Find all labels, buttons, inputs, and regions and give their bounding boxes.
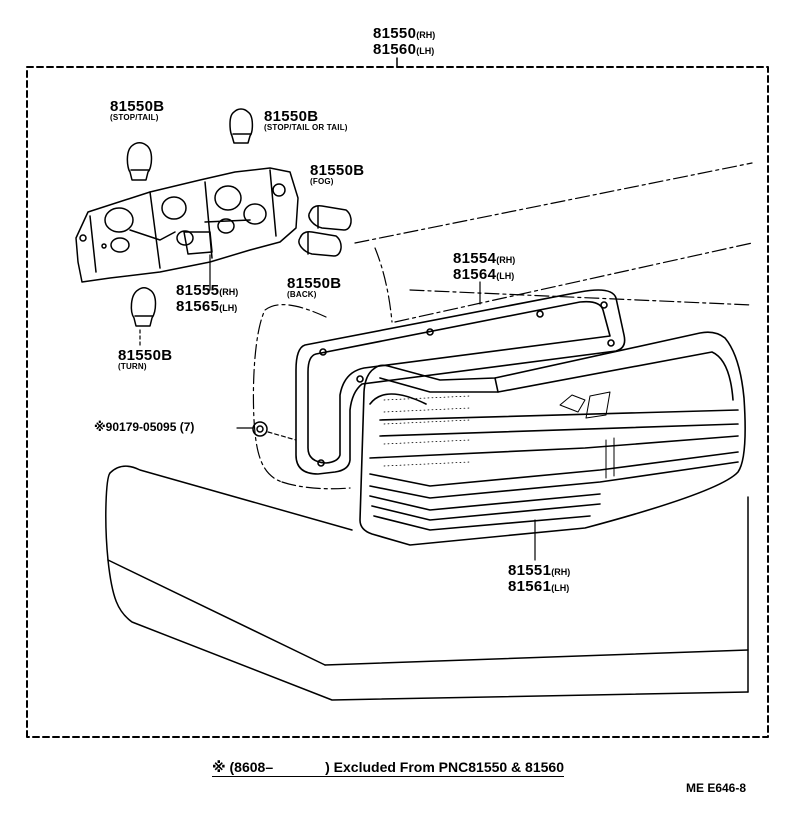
assembly-label: 81550(RH) 81560(LH) (373, 26, 435, 58)
socket-label: 81555(RH) 81565(LH) (176, 283, 238, 315)
rear-bumper (105, 465, 749, 701)
assembly-pn-rh: 81550 (373, 25, 417, 42)
gasket (295, 289, 626, 475)
bulb-fog-label: 81550B (FOG) (310, 163, 364, 186)
socket-pn-rh: 81555 (176, 282, 220, 299)
bulb-back-label: 81550B (BACK) (287, 276, 341, 299)
footnote: ※ (8608– ) Excluded From PNC81550 & 81560 (212, 760, 564, 777)
assembly-pn-lh: 81560 (373, 41, 417, 58)
bulb-stop-tail-or-tail-label: 81550B (STOP/TAIL OR TAIL) (264, 109, 348, 132)
gasket-pn-lh: 81564 (453, 266, 497, 283)
leader-lines (139, 254, 536, 561)
lens-sfx-rh: (RH) (551, 567, 571, 577)
bulb-stop-tail-or-tail-desc: (STOP/TAIL OR TAIL) (264, 123, 348, 132)
gasket-sfx-lh: (LH) (496, 271, 515, 281)
nut (252, 421, 268, 437)
bulb-back (298, 231, 342, 257)
bulb-turn-desc: (TURN) (118, 362, 147, 371)
socket-sfx-rh: (RH) (219, 287, 239, 297)
bulb-stop-tail-left (126, 142, 153, 181)
assembly-sfx-rh: (RH) (416, 30, 436, 40)
bulb-stop-tail-desc: (STOP/TAIL) (110, 113, 159, 122)
socket-sfx-lh: (LH) (219, 303, 238, 313)
body-panel-outline (252, 162, 753, 490)
assembly-frame (26, 66, 769, 738)
bulb-stop-tail-label: 81550B (STOP/TAIL) (110, 99, 164, 122)
gasket-pn-rh: 81554 (453, 250, 497, 267)
bulb-turn (130, 287, 157, 327)
nut-mark: ※ (94, 420, 106, 434)
nut-qty: (7) (179, 420, 195, 434)
nut-label: ※90179-05095 (7) (94, 421, 194, 433)
footnote-text-start: (8608– (229, 759, 274, 775)
lens-pn-rh: 81551 (508, 562, 552, 579)
nut-pn: 90179-05095 (105, 420, 177, 434)
assembly-sfx-lh: (LH) (416, 46, 435, 56)
bulb-back-pn: 81550B (287, 275, 342, 292)
bulb-fog-desc: (FOG) (310, 177, 334, 186)
footnote-text-end: ) Excluded From PNC81550 & 81560 (325, 759, 564, 775)
lens-pn-lh: 81561 (508, 578, 552, 595)
bulb-stop-tail-pn: 81550B (110, 98, 165, 115)
bulb-fog-pn: 81550B (310, 162, 365, 179)
lens-label: 81551(RH) 81561(LH) (508, 563, 570, 595)
bulb-socket-housing (75, 167, 299, 283)
socket-pn-lh: 81565 (176, 298, 220, 315)
gasket-sfx-rh: (RH) (496, 255, 516, 265)
bulb-stop-tail-or-tail-pn: 81550B (264, 108, 319, 125)
gasket-label: 81554(RH) 81564(LH) (453, 251, 515, 283)
footnote-mark: ※ (212, 759, 226, 775)
lens-sfx-lh: (LH) (551, 583, 570, 593)
bulb-fog (308, 205, 352, 231)
diagram-code: ME E646-8 (686, 781, 747, 795)
lens-texture (383, 395, 471, 467)
lens (359, 331, 746, 546)
bulb-back-desc: (BACK) (287, 290, 317, 299)
bulb-stop-tail-right (229, 108, 254, 144)
bulb-turn-label: 81550B (TURN) (118, 348, 172, 371)
bulb-turn-pn: 81550B (118, 347, 173, 364)
